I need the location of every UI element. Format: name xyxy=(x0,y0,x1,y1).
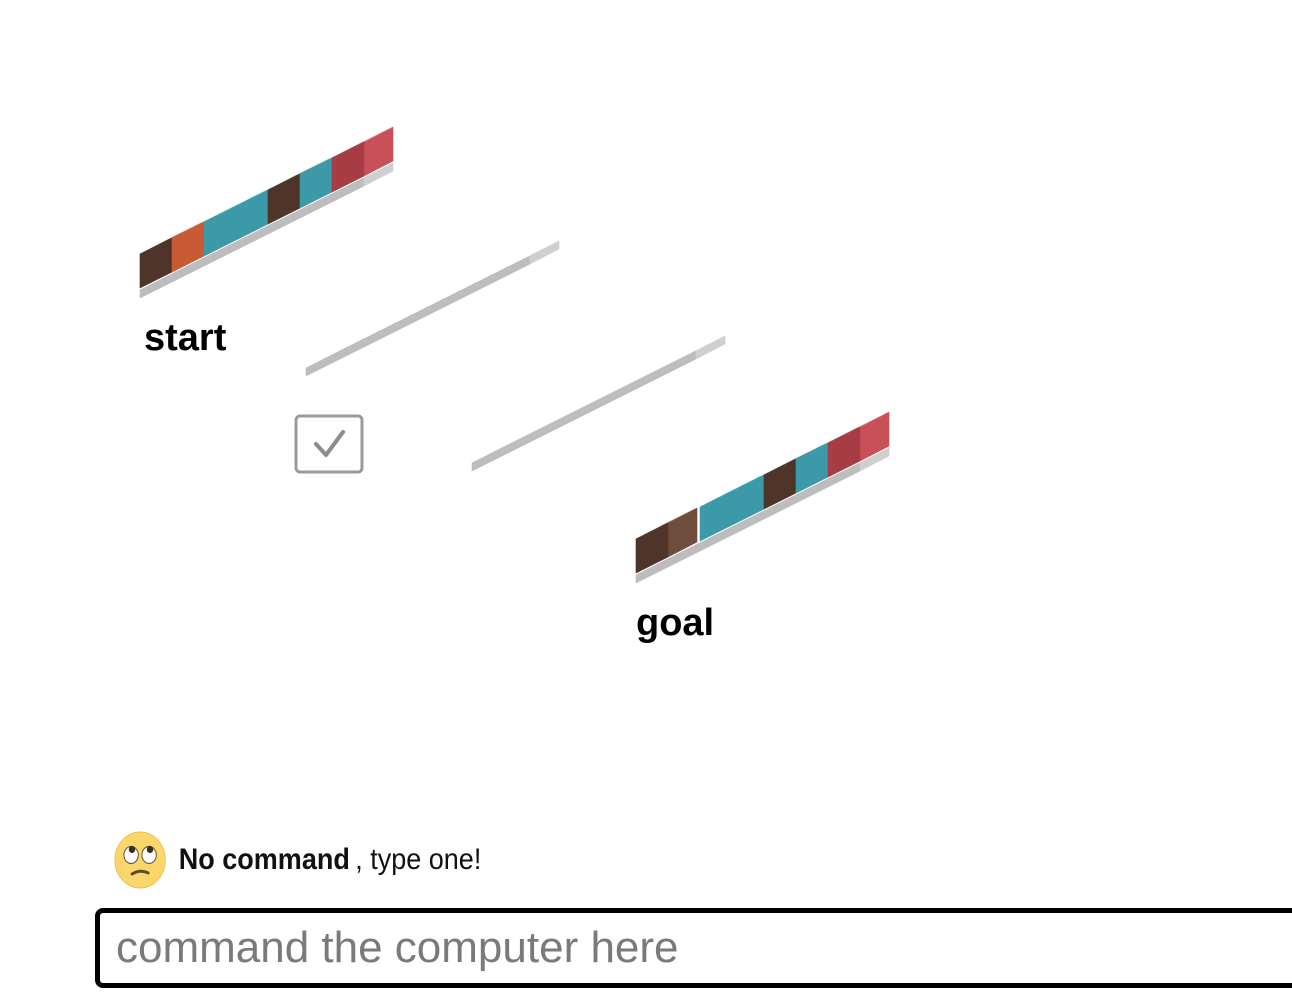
face-with-rolling-eyes-icon xyxy=(114,831,166,889)
start-label: start xyxy=(144,317,227,359)
confirm-checkbox[interactable] xyxy=(294,414,364,474)
goal-stack xyxy=(635,411,890,584)
goal-loose-block xyxy=(635,507,698,574)
start-stack xyxy=(139,126,394,299)
empty-track-2-surface xyxy=(471,335,726,472)
status-rest-text: , type one! xyxy=(355,843,482,876)
goal-loose-block-1[interactable] xyxy=(635,507,698,574)
goal-label: goal xyxy=(636,602,714,644)
status-strong-text: No command xyxy=(178,843,350,876)
empty-track-2[interactable] xyxy=(471,335,726,472)
status-line: No command , type one! xyxy=(114,831,482,889)
checkmark-icon xyxy=(314,430,345,457)
empty-track-1[interactable] xyxy=(305,240,560,377)
start-block-7[interactable] xyxy=(331,126,394,193)
goal-block-5[interactable] xyxy=(827,411,890,478)
goal-track xyxy=(635,447,890,584)
empty-track-1-surface xyxy=(305,240,560,377)
start-track xyxy=(139,162,394,299)
blocks-scene: start goal xyxy=(139,126,890,644)
command-input[interactable] xyxy=(95,908,1292,988)
